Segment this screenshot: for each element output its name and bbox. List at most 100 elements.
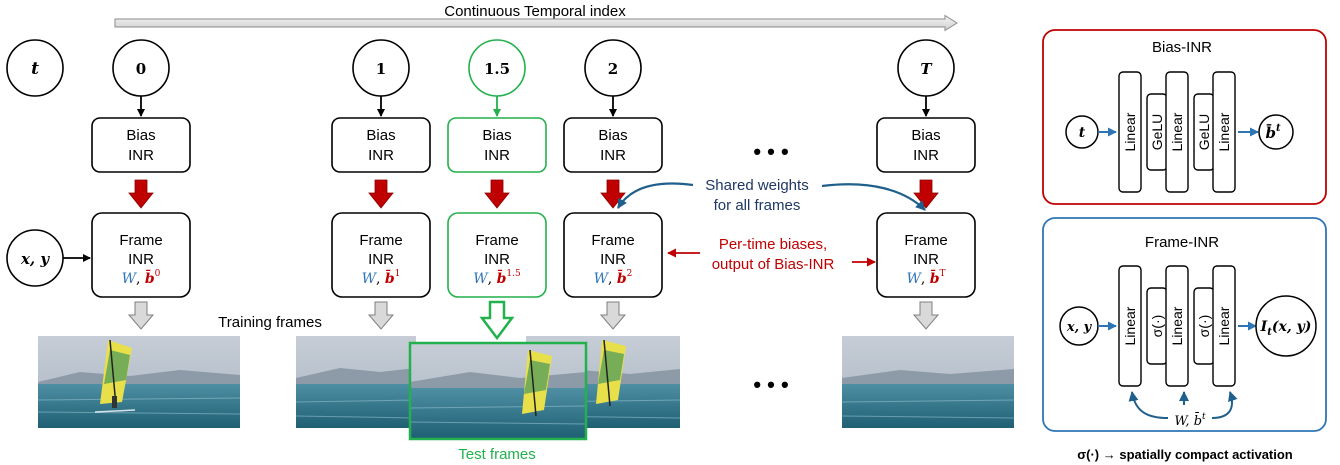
layer-linear	[1165, 265, 1189, 387]
frame-to-image-arrow	[912, 301, 940, 330]
layer-linear	[1212, 265, 1236, 387]
bias-to-frame-red-arrow	[128, 179, 154, 209]
bias-inr-label-line2: INR	[913, 147, 939, 164]
layer-label: Linear	[1122, 306, 1138, 345]
frame-inr-params: W, b̄T	[906, 268, 945, 287]
frame-inr-label-line1: Frame	[591, 232, 634, 249]
bias-to-frame-red-arrow	[484, 179, 510, 209]
frame-inr-label-line1: Frame	[475, 232, 518, 249]
frame-inr-params: W, b̄1.5	[473, 268, 521, 287]
bias-inr-label-line2: INR	[128, 147, 154, 164]
training-frame-1	[295, 336, 417, 428]
layer-label: Linear	[1122, 112, 1138, 151]
training-frames-label: Training frames	[218, 314, 322, 331]
training-frame-0	[37, 336, 241, 428]
time-node-label: T	[920, 60, 933, 78]
bias-inr-label-line2: INR	[484, 147, 510, 164]
bias-to-frame-red-arrow	[368, 179, 394, 209]
frame-to-image-arrow	[479, 300, 515, 341]
layer-label: σ(·)	[1196, 315, 1212, 338]
frame-inr-params: W, b̄2	[594, 268, 633, 287]
frame-inr-label-line2: INR	[600, 251, 626, 268]
time-node-label: 1	[376, 60, 386, 78]
test-frames-label: Test frames	[458, 446, 536, 463]
frame-to-image-arrow	[599, 301, 627, 330]
bias-inr-label-line2: INR	[600, 147, 626, 164]
bias-inr-box	[91, 117, 191, 173]
test-frame-1-5	[408, 341, 588, 441]
training-frame-T	[841, 336, 1015, 428]
coord-input-label: x, y	[20, 250, 50, 268]
bias-inr-label-line1: Bias	[126, 127, 155, 144]
bias-inr-label-line1: Bias	[482, 127, 511, 144]
frame-panel-input-label: x, y	[1066, 320, 1093, 335]
bias-panel-input-label: t	[1079, 125, 1086, 141]
frame-to-image-arrow	[367, 301, 395, 330]
bias-inr-panel-title: Bias-INR	[1152, 39, 1212, 56]
layer-linear	[1118, 71, 1142, 193]
columns-ellipsis: • • •	[753, 139, 788, 164]
shared-weights-arrow-right	[821, 183, 926, 211]
layer-linear	[1118, 265, 1142, 387]
layer-linear	[1212, 71, 1236, 193]
frame-inr-box	[447, 212, 547, 298]
frame-inr-box	[876, 212, 976, 298]
per-time-biases-label-line1: Per-time biases,	[719, 236, 827, 253]
bias-inr-box	[447, 117, 547, 173]
time-input-label: t	[31, 59, 39, 79]
bias-inr-box	[876, 117, 976, 173]
bias-inr-label-line1: Bias	[911, 127, 940, 144]
activation-caption: σ(·) → spatially compact activation	[1077, 447, 1293, 462]
bias-to-frame-red-arrow	[913, 179, 939, 209]
bias-inr-box	[563, 117, 663, 173]
time-node-label: 1.5	[484, 60, 510, 78]
frame-panel-params-label: W, b̄t	[1174, 412, 1206, 429]
params-arrow-right	[1211, 391, 1238, 419]
temporal-axis-label: Continuous Temporal index	[444, 3, 626, 20]
frame-inr-label-line1: Frame	[359, 232, 402, 249]
frame-inr-params: W, b̄1	[362, 268, 401, 287]
bias-panel-output-label: b̄t	[1265, 123, 1281, 142]
frame-inr-box	[91, 212, 191, 298]
time-node-label: 2	[608, 60, 618, 78]
frame-inr-label-line1: Frame	[119, 232, 162, 249]
bias-inr-label-line1: Bias	[598, 127, 627, 144]
temporal-axis: Continuous Temporal index	[114, 3, 958, 32]
time-node-label: 0	[136, 60, 146, 78]
frame-panel-output-label: It(x, y)	[1260, 319, 1312, 338]
layer-label: Linear	[1216, 306, 1232, 345]
frame-inr-params: W, b̄0	[122, 268, 161, 287]
temporal-axis-arrow	[114, 14, 958, 32]
frame-inr-box	[563, 212, 663, 298]
frame-inr-label-line2: INR	[484, 251, 510, 268]
layer-label: Linear	[1169, 306, 1185, 345]
params-arrow-left	[1128, 391, 1169, 419]
bias-inr-box	[331, 117, 431, 173]
frame-to-image-arrow	[127, 301, 155, 330]
shared-weights-arrow-left	[617, 182, 694, 209]
frames-ellipsis: • • •	[753, 372, 788, 397]
time-input-node	[6, 39, 64, 97]
frame-panel-output-node	[1255, 295, 1317, 357]
frame-inr-label-line2: INR	[913, 251, 939, 268]
shared-weights-label-line1: Shared weights	[705, 177, 808, 194]
frame-inr-label-line2: INR	[128, 251, 154, 268]
layer-linear	[1165, 71, 1189, 193]
frame-inr-panel-title: Frame-INR	[1145, 234, 1219, 251]
layer-label: GeLU	[1196, 114, 1212, 151]
frame-inr-label-line1: Frame	[904, 232, 947, 249]
bias-inr-label-line2: INR	[368, 147, 394, 164]
layer-label: σ(·)	[1149, 315, 1165, 338]
bias-inr-label-line1: Bias	[366, 127, 395, 144]
layer-label: Linear	[1216, 112, 1232, 151]
